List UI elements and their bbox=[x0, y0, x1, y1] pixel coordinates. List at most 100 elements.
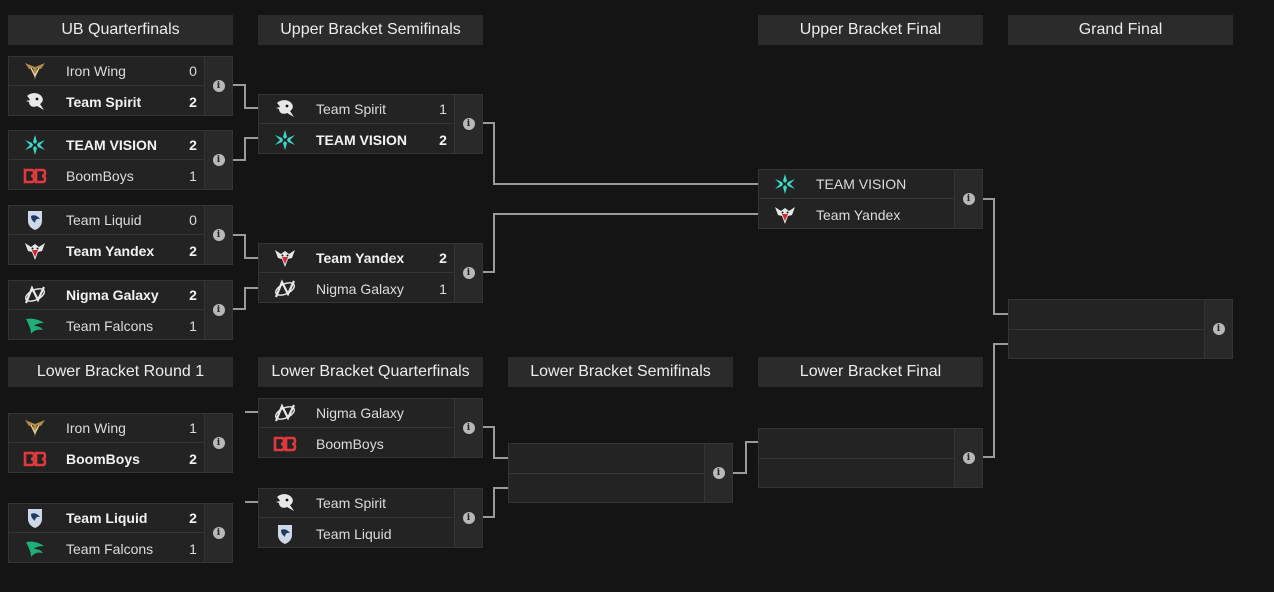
info-icon[interactable]: i bbox=[462, 512, 475, 524]
match-info-panel[interactable]: i bbox=[454, 399, 482, 457]
match-ub-final[interactable]: TEAM VISION Team Yandex i bbox=[758, 169, 983, 229]
nigma-galaxy-logo-icon bbox=[273, 401, 297, 425]
team-spirit-logo-icon bbox=[273, 491, 297, 515]
team-row[interactable]: BoomBoys 2 bbox=[9, 444, 205, 473]
team-name: Nigma Galaxy bbox=[66, 287, 159, 303]
match-info-panel[interactable]: i bbox=[204, 57, 232, 115]
team-row[interactable]: BoomBoys 1 bbox=[9, 161, 205, 190]
team-score: 2 bbox=[189, 287, 197, 303]
match-info-panel[interactable]: i bbox=[1204, 300, 1232, 358]
team-name: Team Liquid bbox=[66, 510, 148, 526]
team-row[interactable]: BoomBoys bbox=[259, 429, 455, 458]
match-info-panel[interactable]: i bbox=[954, 429, 982, 487]
team-name: Iron Wing bbox=[66, 420, 126, 436]
match-info-panel[interactable]: i bbox=[454, 95, 482, 153]
team-liquid-logo-icon bbox=[23, 506, 47, 530]
match-ub-qf-2[interactable]: TEAM VISION 2 BoomBoys 1 i bbox=[8, 130, 233, 190]
team-row[interactable]: Team Yandex 2 bbox=[259, 244, 455, 273]
team-row[interactable]: TEAM VISION 2 bbox=[9, 131, 205, 160]
team-row[interactable]: Nigma Galaxy bbox=[259, 399, 455, 428]
team-row[interactable]: Team Spirit 1 bbox=[259, 95, 455, 124]
header-ub-semifinals: Upper Bracket Semifinals bbox=[258, 15, 483, 45]
team-row[interactable]: TEAM VISION bbox=[759, 170, 955, 199]
team-row[interactable]: Nigma Galaxy 2 bbox=[9, 281, 205, 310]
team-vision-logo-icon bbox=[773, 172, 797, 196]
info-icon[interactable]: i bbox=[462, 422, 475, 434]
info-icon[interactable]: i bbox=[462, 267, 475, 279]
info-icon[interactable]: i bbox=[712, 467, 725, 479]
team-row[interactable]: Team Spirit bbox=[259, 489, 455, 518]
match-ub-qf-4[interactable]: Nigma Galaxy 2 Team Falcons 1 i bbox=[8, 280, 233, 340]
iron-wing-logo-icon bbox=[23, 59, 47, 83]
info-icon[interactable]: i bbox=[212, 304, 225, 316]
empty-team-slot bbox=[509, 444, 705, 474]
team-falcons-logo-icon bbox=[23, 314, 47, 338]
nigma-galaxy-logo-icon bbox=[23, 283, 47, 307]
team-name: Team Yandex bbox=[66, 242, 155, 259]
team-row[interactable]: Nigma Galaxy 1 bbox=[259, 274, 455, 303]
team-score: 2 bbox=[439, 250, 447, 266]
team-row[interactable]: Team Falcons 1 bbox=[9, 311, 205, 340]
team-row[interactable]: Team Falcons 1 bbox=[9, 534, 205, 563]
match-lb-sf[interactable]: i bbox=[508, 443, 733, 503]
team-liquid-logo-icon bbox=[23, 208, 47, 232]
match-info-panel[interactable]: i bbox=[204, 281, 232, 339]
match-info-panel[interactable]: i bbox=[204, 504, 232, 562]
team-falcons-logo-icon bbox=[23, 537, 47, 561]
team-row[interactable]: Team Spirit 2 bbox=[9, 87, 205, 116]
match-lb-qf-2[interactable]: Team Spirit Team Liquid i bbox=[258, 488, 483, 548]
team-row[interactable]: Team Liquid 0 bbox=[9, 206, 205, 235]
match-info-panel[interactable]: i bbox=[454, 244, 482, 302]
boomboys-logo-icon bbox=[273, 432, 297, 456]
match-info-panel[interactable]: i bbox=[204, 414, 232, 472]
match-lb-final[interactable]: i bbox=[758, 428, 983, 488]
match-info-panel[interactable]: i bbox=[954, 170, 982, 228]
iron-wing-logo-icon bbox=[23, 416, 47, 440]
info-icon[interactable]: i bbox=[962, 452, 975, 464]
team-name: Team Spirit bbox=[316, 101, 387, 117]
match-ub-qf-3[interactable]: Team Liquid 0 Team Yandex 2 i bbox=[8, 205, 233, 265]
empty-team-slot bbox=[759, 429, 955, 459]
team-row[interactable]: Team Yandex bbox=[759, 200, 955, 229]
team-yandex-logo-icon bbox=[273, 246, 297, 270]
team-row[interactable]: Team Yandex 2 bbox=[9, 236, 205, 265]
match-info-panel[interactable]: i bbox=[454, 489, 482, 547]
match-lb-r1-1[interactable]: Iron Wing 1 BoomBoys 2 i bbox=[8, 413, 233, 473]
info-icon[interactable]: i bbox=[1212, 323, 1225, 335]
match-info-panel[interactable]: i bbox=[204, 206, 232, 264]
team-name: BoomBoys bbox=[66, 167, 134, 184]
team-row[interactable]: Iron Wing 0 bbox=[9, 57, 205, 86]
info-icon[interactable]: i bbox=[212, 154, 225, 166]
match-grand-final[interactable]: i bbox=[1008, 299, 1233, 359]
match-lb-qf-1[interactable]: Nigma Galaxy BoomBoys i bbox=[258, 398, 483, 458]
team-score: 0 bbox=[189, 63, 197, 79]
match-info-panel[interactable]: i bbox=[204, 131, 232, 189]
match-info-panel[interactable]: i bbox=[704, 444, 732, 502]
team-row[interactable]: TEAM VISION 2 bbox=[259, 125, 455, 154]
team-score: 0 bbox=[189, 212, 197, 228]
team-row[interactable]: Iron Wing 1 bbox=[9, 414, 205, 443]
match-ub-sf-2[interactable]: Team Yandex 2 Nigma Galaxy 1 i bbox=[258, 243, 483, 303]
team-score: 1 bbox=[189, 317, 197, 334]
info-icon[interactable]: i bbox=[962, 193, 975, 205]
team-row[interactable]: Team Liquid bbox=[259, 519, 455, 548]
team-name: Team Liquid bbox=[316, 525, 392, 542]
team-spirit-logo-icon bbox=[23, 90, 47, 114]
team-name: Team Spirit bbox=[66, 93, 142, 110]
team-yandex-logo-icon bbox=[23, 239, 47, 263]
match-ub-qf-1[interactable]: Iron Wing 0 Team Spirit 2 i bbox=[8, 56, 233, 116]
team-score: 1 bbox=[189, 420, 197, 436]
team-vision-logo-icon bbox=[23, 133, 47, 157]
match-ub-sf-1[interactable]: Team Spirit 1 TEAM VISION 2 i bbox=[258, 94, 483, 154]
match-lb-r1-2[interactable]: Team Liquid 2 Team Falcons 1 i bbox=[8, 503, 233, 563]
info-icon[interactable]: i bbox=[212, 527, 225, 539]
team-score: 2 bbox=[189, 93, 197, 110]
info-icon[interactable]: i bbox=[212, 437, 225, 449]
info-icon[interactable]: i bbox=[462, 118, 475, 130]
team-name: Nigma Galaxy bbox=[316, 280, 404, 297]
team-row[interactable]: Team Liquid 2 bbox=[9, 504, 205, 533]
info-icon[interactable]: i bbox=[212, 229, 225, 241]
info-icon[interactable]: i bbox=[212, 80, 225, 92]
header-lb-quarterfinals: Lower Bracket Quarterfinals bbox=[258, 357, 483, 387]
